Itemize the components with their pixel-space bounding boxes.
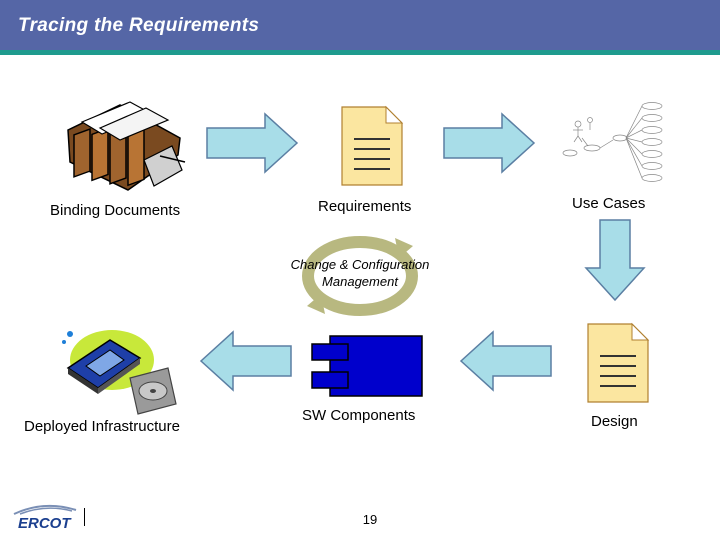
binding-documents-label: Binding Documents (50, 202, 181, 219)
arrow-left-2 (199, 330, 292, 392)
accent-stripe (0, 50, 720, 55)
slide-title: Tracing the Requirements (18, 15, 260, 36)
arrow-right-2 (443, 112, 536, 174)
change-management-label: Change & Configuration Management (290, 257, 430, 289)
arrow-down (584, 219, 646, 302)
page-number: 19 (362, 512, 378, 527)
footer-divider (84, 508, 85, 526)
use-case-diagram-icon (562, 102, 663, 182)
arrow-right-1 (206, 112, 299, 174)
sw-components-label: SW Components (302, 407, 416, 424)
books-icon (67, 101, 186, 191)
design-label: Design (591, 413, 638, 430)
sw-component-icon (311, 335, 423, 397)
change-cycle-icon (302, 236, 418, 316)
title-bar: Tracing the Requirements (0, 0, 720, 55)
deployed-infrastructure-label: Deployed Infrastructure (24, 418, 180, 435)
logo-text: ERCOT (18, 515, 72, 532)
ercot-logo: ERCOT (13, 504, 77, 532)
design-document-icon (587, 322, 650, 403)
use-cases-label: Use Cases (572, 195, 646, 212)
requirements-label: Requirements (318, 198, 412, 215)
requirements-document-icon (341, 105, 404, 186)
arrow-left-1 (459, 330, 552, 392)
hardware-icon (62, 330, 177, 415)
